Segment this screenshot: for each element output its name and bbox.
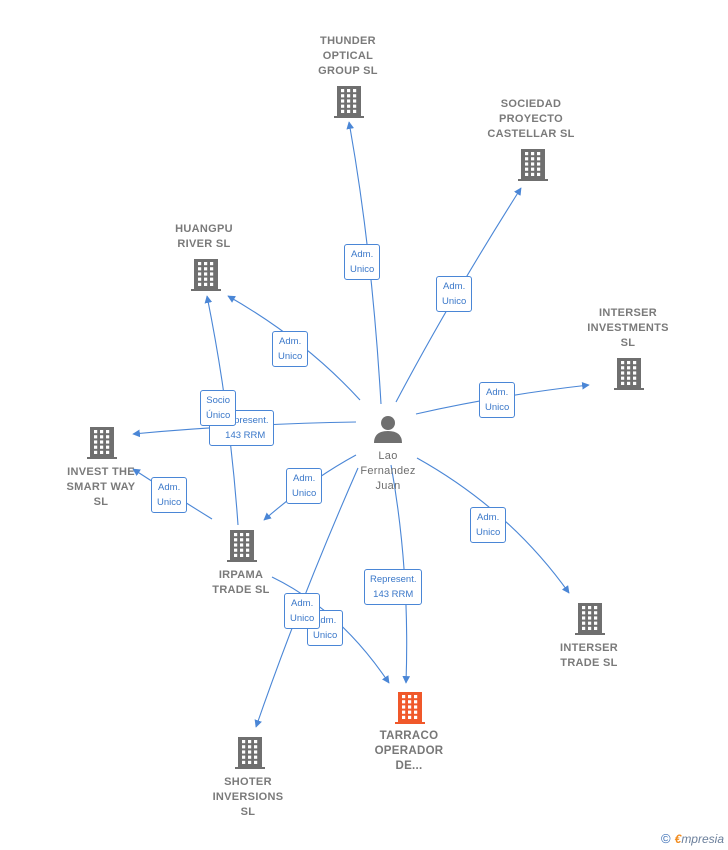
company-label-line: INVEST THE (67, 466, 135, 478)
building-icon-interser-investments[interactable] (614, 358, 644, 390)
building-icon-interser-trade[interactable] (575, 603, 605, 635)
edge-label-line: Represent. (370, 574, 417, 585)
company-label-line: SL (93, 496, 109, 508)
company-label-line: TARRACO (379, 730, 439, 742)
edge-label-line: Socio (206, 395, 231, 406)
company-label-line: SOCIEDAD (500, 98, 562, 110)
company-label-interser-investments[interactable]: INTERSER INVESTMENTS SL (558, 306, 698, 351)
edge-label-irpama[interactable]: Adm. Unico (286, 468, 323, 504)
company-label-line: SL (620, 337, 636, 349)
person-icon[interactable] (374, 416, 402, 443)
company-label-line: IRPAMA (218, 569, 264, 581)
edge-label-line: Adm. (293, 473, 316, 484)
edge-label-represent-invest[interactable]: Represent. 143 RRM (209, 410, 275, 446)
edge-label-line: Unico (290, 613, 315, 624)
person-label-line: Fernandez (360, 465, 416, 477)
edge-label-socio-unico[interactable]: Socio Único (200, 390, 237, 426)
company-label-line: INVESTMENTS (587, 322, 669, 334)
edge-label-invest-from-irpama[interactable]: Adm. Unico (151, 477, 188, 513)
building-icon-shoter[interactable] (235, 737, 265, 769)
building-icon-invest-the-smart-way[interactable] (87, 427, 117, 459)
company-label-interser-trade[interactable]: INTERSER TRADE SL (519, 641, 659, 671)
edge-label-line: Unico (313, 630, 338, 641)
edge-label-line: Adm. (351, 249, 374, 260)
company-label-line: SL (240, 806, 256, 818)
edge-label-tarraco-represent[interactable]: Represent. 143 RRM (364, 569, 423, 605)
company-label-line: SMART WAY (66, 481, 136, 493)
building-icon-huangpu[interactable] (191, 259, 221, 291)
edge-label-line: Adm. (314, 615, 337, 626)
company-label-line: INVERSIONS (212, 791, 284, 803)
company-label-line: DE... (395, 760, 423, 772)
company-label-invest-the-smart-way[interactable]: INVEST THE SMART WAY SL (31, 465, 171, 510)
edge-label-line: Unico (292, 488, 317, 499)
edge-label-line: Unico (442, 296, 467, 307)
company-label-line: INTERSER (559, 642, 619, 654)
edge-label-line: Adm. (486, 387, 509, 398)
building-icon-irpama[interactable] (227, 530, 257, 562)
company-label-line: PROYECTO (499, 113, 563, 125)
edge-label-interser-trade[interactable]: Adm. Unico (470, 507, 507, 543)
edge-label-huangpu[interactable]: Adm. Unico (272, 331, 309, 367)
company-label-thunder[interactable]: THUNDER OPTICAL GROUP SL (278, 34, 418, 79)
company-label-shoter[interactable]: SHOTER INVERSIONS SL (178, 775, 318, 820)
company-label-line: TRADE SL (212, 584, 270, 596)
edge-label-line: Represent. (222, 415, 269, 426)
edge-label-line: 143 RRM (225, 430, 266, 441)
brand-logo: €mpresia (675, 832, 724, 846)
company-label-line: SHOTER (224, 776, 272, 788)
company-label-huangpu[interactable]: HUANGPU RIVER SL (134, 222, 274, 252)
edge-label-line: Unico (157, 497, 182, 508)
company-label-sociedad[interactable]: SOCIEDAD PROYECTO CASTELLAR SL (461, 97, 601, 142)
company-label-line: INTERSER (598, 307, 658, 319)
brand-initial: € (674, 831, 682, 846)
edge-label-line: Unico (476, 527, 501, 538)
edge-label-interser-investments[interactable]: Adm. Unico (479, 382, 516, 418)
edge-label-line: Unico (485, 402, 510, 413)
company-label-tarraco[interactable]: TARRACO OPERADOR DE... (339, 729, 479, 774)
edge-label-line: Adm. (279, 336, 302, 347)
company-label-line: HUANGPU (175, 223, 233, 235)
edge-label-line: Adm. (443, 281, 466, 292)
icons-layer (87, 86, 644, 769)
edge-label-shoter[interactable]: Adm. Unico (284, 593, 321, 629)
footer-brand[interactable]: © €mpresia (661, 831, 724, 846)
company-label-line: THUNDER (320, 35, 376, 47)
building-icon-thunder[interactable] (334, 86, 364, 118)
edge-label-thunder[interactable]: Adm. Unico (344, 244, 381, 280)
company-label-line: OPTICAL (322, 50, 374, 62)
edge-label-line: Único (206, 410, 231, 421)
company-label-line: TRADE SL (560, 657, 618, 669)
building-icon-sociedad[interactable] (518, 149, 548, 181)
person-label-line: Juan (375, 480, 401, 492)
edge-label-sociedad[interactable]: Adm. Unico (436, 276, 473, 312)
edge-label-line: Unico (278, 351, 303, 362)
company-label-line: OPERADOR (374, 745, 444, 757)
building-icon-tarraco[interactable] (395, 692, 425, 724)
edge-label-line: Unico (350, 264, 375, 275)
company-label-irpama[interactable]: IRPAMA TRADE SL (171, 568, 311, 598)
company-label-line: RIVER SL (177, 238, 231, 250)
edge-label-line: Adm. (291, 598, 314, 609)
person-label-lao-fernandez-juan[interactable]: Lao Fernandez Juan (318, 449, 458, 494)
brand-name: mpresia (681, 831, 724, 846)
person-label-line: Lao (378, 450, 398, 462)
edge-label-line: 143 RRM (373, 589, 414, 600)
company-label-line: CASTELLAR SL (487, 128, 575, 140)
copyright-icon: © (661, 831, 671, 846)
company-label-line: GROUP SL (318, 65, 378, 77)
edge-label-line: Adm. (158, 482, 181, 493)
edge-label-line: Adm. (477, 512, 500, 523)
